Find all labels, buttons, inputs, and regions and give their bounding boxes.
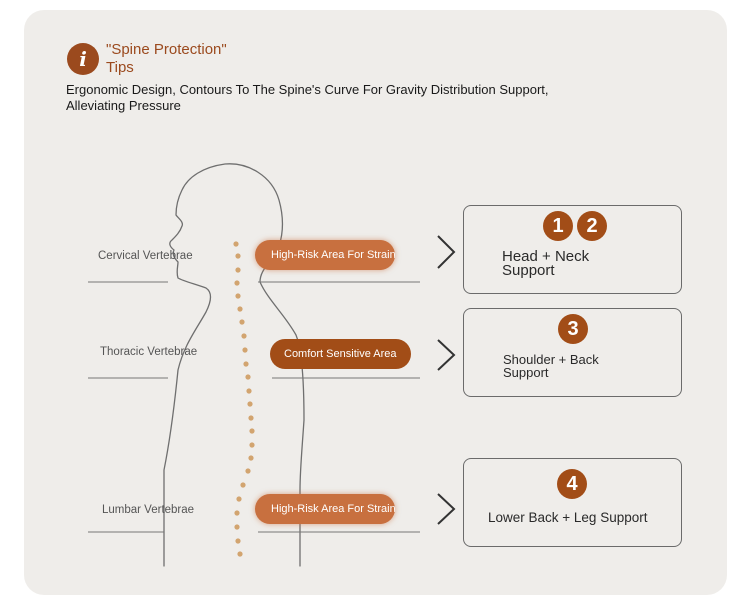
spine-dot [242, 347, 248, 353]
spine-dot [234, 524, 240, 530]
spine-dot [235, 538, 241, 544]
head-neck-support-box [463, 205, 682, 294]
spine-dot [245, 374, 251, 380]
cervical-label: Cervical Vertebrae [98, 250, 193, 262]
spine-dot [241, 333, 247, 339]
thoracic-comfort-pill: Comfort Sensitive Area [270, 339, 411, 369]
number-badge: 1 [543, 211, 573, 241]
shoulder-back-support-box [463, 308, 682, 397]
subtitle-line-1: Ergonomic Design, Contours To The Spine'… [66, 82, 549, 97]
head-neck-line-2: Support [502, 262, 555, 279]
spine-dot [235, 293, 241, 299]
info-icon: i [67, 43, 99, 75]
lumbar-risk-pill: High-Risk Area For Strain [255, 494, 395, 524]
spine-dot [249, 428, 255, 434]
spine-dot [243, 361, 249, 367]
page-title: "Spine Protection" Tips [106, 41, 227, 77]
spine-dot [247, 401, 253, 407]
chevron-right-icon [437, 339, 456, 371]
title-line-2: Tips [106, 59, 134, 76]
number-badge: 3 [558, 314, 588, 344]
cervical-risk-pill: High-Risk Area For Strain [255, 240, 395, 270]
spine-dot [249, 442, 255, 448]
spine-dot [234, 280, 240, 286]
spine-dot [235, 253, 241, 259]
spine-dot [245, 468, 251, 474]
head-neck-line-1: Head + Neck [502, 248, 590, 265]
spine-dot [237, 551, 243, 557]
spine-dot [246, 388, 252, 394]
spine-dot [240, 482, 246, 488]
thoracic-label: Thoracic Vertebrae [100, 346, 198, 358]
body-outline [163, 163, 305, 567]
subtitle-line-2: Alleviating Pressure [66, 98, 181, 113]
chevron-right-icon [437, 493, 456, 525]
shoulder-back-line-2: Support [503, 365, 549, 380]
subtitle: Ergonomic Design, Contours To The Spine'… [66, 82, 606, 114]
spine-dot [237, 306, 243, 312]
spine-dot [248, 455, 254, 461]
chevron-right-icon [437, 235, 456, 269]
number-badge: 4 [557, 469, 587, 499]
lower-back-leg-support-box [463, 458, 682, 547]
spine-dot [236, 496, 242, 502]
shoulder-back-line-1: Shoulder + Back [503, 352, 599, 367]
spine-dot [239, 319, 245, 325]
spine-dot [235, 267, 241, 273]
lower-back-leg-text: Lower Back + Leg Support [488, 510, 648, 525]
spine-dots [233, 241, 255, 557]
spine-dot [234, 510, 240, 516]
lumbar-label: Lumbar Vertebrae [102, 504, 195, 516]
spine-dot [233, 241, 239, 247]
title-line-1: "Spine Protection" [106, 41, 227, 58]
number-badge: 2 [577, 211, 607, 241]
spine-dot [248, 415, 254, 421]
